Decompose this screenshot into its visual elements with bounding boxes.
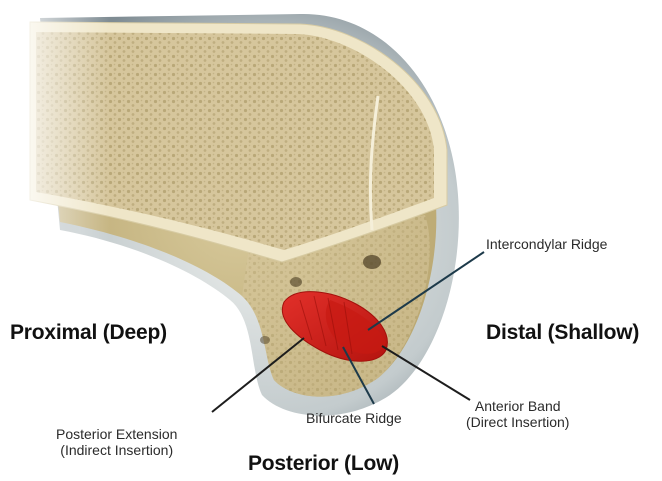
intercondylar-ridge-label: Intercondylar Ridge bbox=[486, 236, 607, 252]
anterior-band-label: Anterior Band (Direct Insertion) bbox=[466, 398, 569, 430]
posterior-label: Posterior (Low) bbox=[248, 452, 399, 476]
anterior-band-title: Anterior Band bbox=[466, 398, 569, 414]
bone-pit bbox=[363, 255, 381, 269]
proximal-label: Proximal (Deep) bbox=[10, 321, 167, 345]
posterior-extension-label: Posterior Extension (Indirect Insertion) bbox=[56, 426, 177, 458]
bifurcate-ridge-label: Bifurcate Ridge bbox=[306, 410, 402, 426]
anterior-band-subtitle: (Direct Insertion) bbox=[466, 414, 569, 430]
posterior-extension-subtitle: (Indirect Insertion) bbox=[56, 442, 177, 458]
shaft-fade bbox=[0, 0, 110, 260]
bone-pit bbox=[290, 277, 302, 287]
distal-label: Distal (Shallow) bbox=[486, 321, 639, 345]
posterior-extension-title: Posterior Extension bbox=[56, 426, 177, 442]
bone-pit bbox=[260, 336, 270, 344]
